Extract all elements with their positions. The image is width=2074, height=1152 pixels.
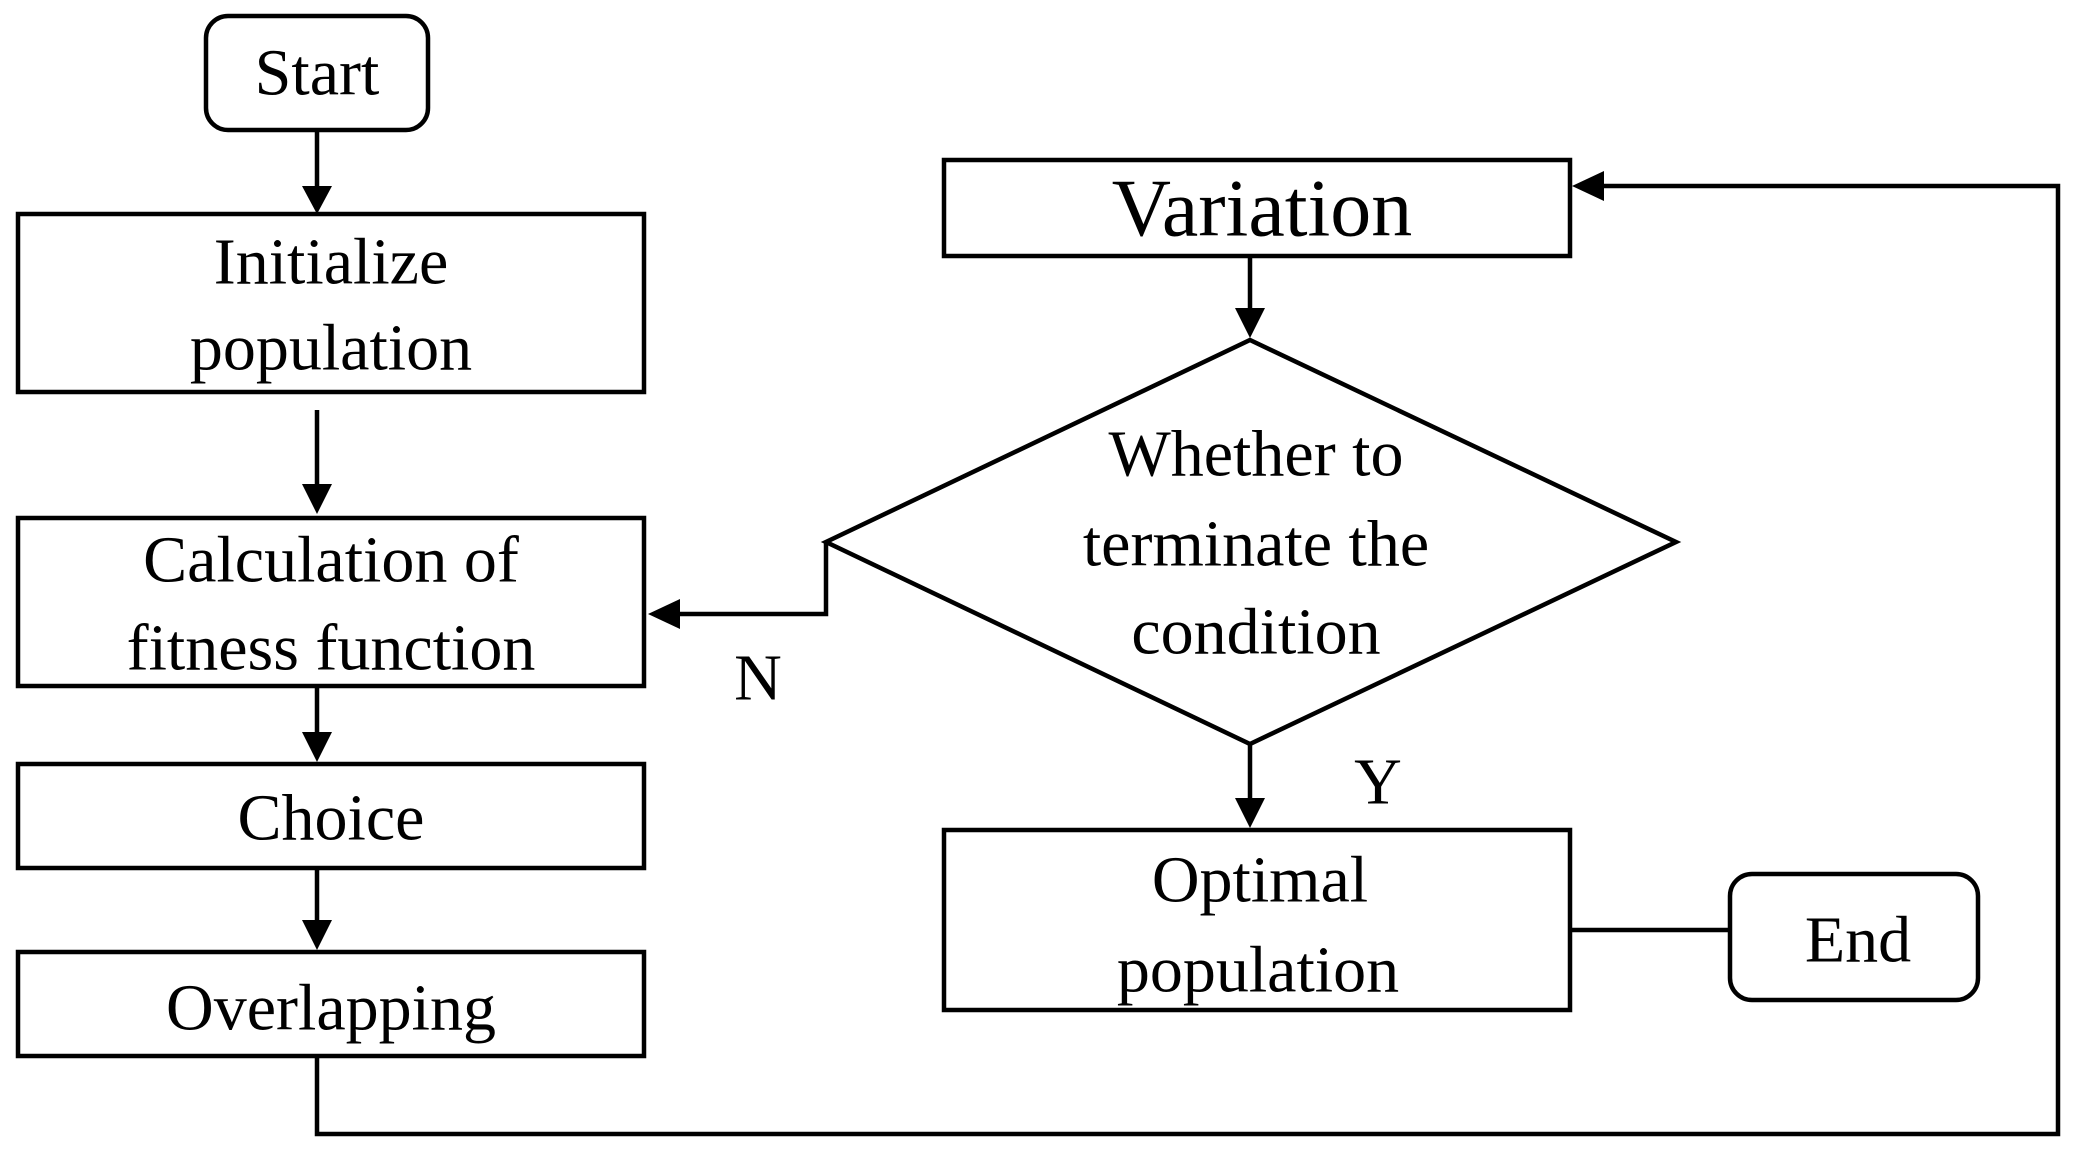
arrowhead-choice	[302, 732, 332, 762]
terminate-condition-decision: Whether to terminate the condition	[820, 337, 1682, 747]
arrowhead-fitness-no	[648, 599, 680, 629]
start-node: Start	[203, 13, 431, 133]
arrowhead-fitness	[302, 484, 332, 514]
initialize-label-line1: Initialize	[214, 226, 449, 299]
variation-label: Variation	[1112, 163, 1413, 254]
decision-label-line2: terminate the	[1083, 508, 1429, 581]
initialize-population-node: Initialize population	[15, 211, 647, 395]
optimal-label-line2: population	[1117, 934, 1399, 1007]
fitness-label-line1: Calculation of	[143, 524, 519, 597]
end-node: End	[1727, 871, 1981, 1003]
initialize-label-line2: population	[190, 312, 472, 385]
no-branch-label: N	[734, 642, 782, 715]
variation-node: Variation	[941, 157, 1573, 259]
fitness-label-line2: fitness function	[127, 612, 536, 685]
optimal-population-node: Optimal population	[941, 827, 1573, 1013]
arrowhead-decision	[1235, 308, 1265, 338]
end-label: End	[1805, 904, 1911, 977]
decision-label-line3: condition	[1131, 596, 1380, 669]
fitness-function-node: Calculation of fitness function	[15, 515, 647, 689]
connector-overlapping-to-variation	[314, 183, 2061, 1137]
yes-branch-label: Y	[1354, 746, 1402, 819]
connector-decision-no-to-fitness	[676, 542, 829, 617]
choice-label: Choice	[238, 782, 425, 855]
overlapping-node: Overlapping	[15, 949, 647, 1059]
choice-node: Choice	[15, 761, 647, 871]
arrowhead-overlapping	[302, 920, 332, 950]
arrowhead-initialize	[302, 186, 332, 214]
optimal-label-line1: Optimal	[1152, 844, 1368, 917]
start-label: Start	[255, 37, 380, 110]
arrowhead-optimal	[1235, 798, 1265, 828]
overlapping-label: Overlapping	[166, 972, 496, 1045]
arrowhead-variation	[1572, 171, 1604, 201]
decision-label-line1: Whether to	[1108, 418, 1403, 491]
